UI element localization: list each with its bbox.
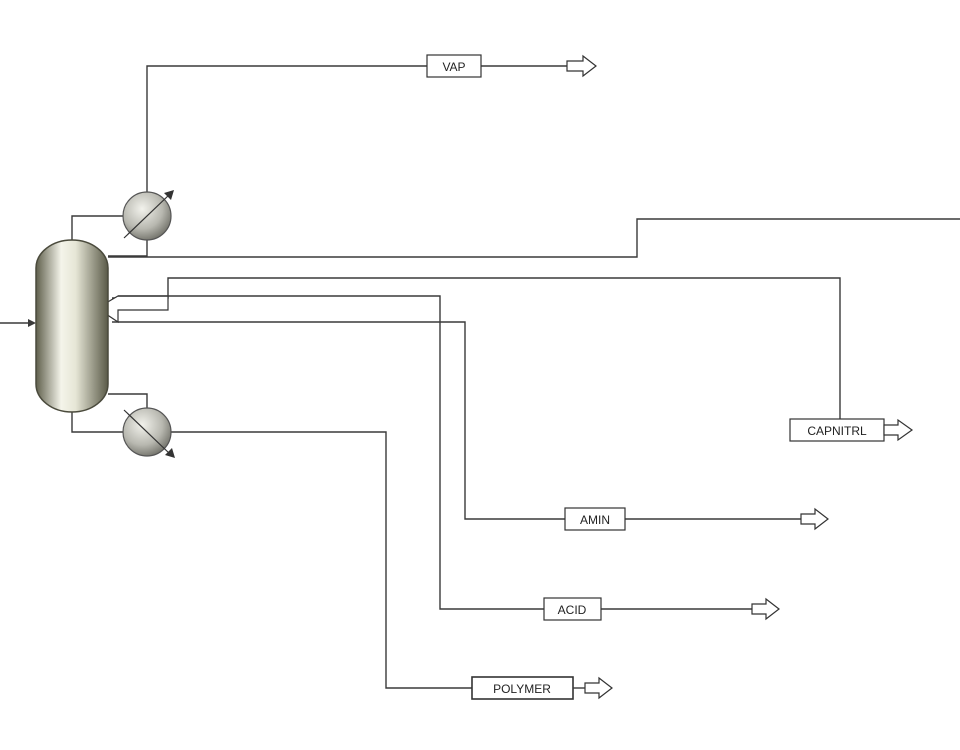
polymer-stream[interactable]: POLYMER (169, 431, 613, 700)
polymer-stream-label: POLYMER (493, 682, 551, 696)
capnitrl-stream-label: CAPNITRL (807, 424, 867, 438)
feed-stream[interactable] (0, 319, 36, 327)
amin-stream-label: AMIN (580, 513, 610, 527)
amin-product-arrow-icon (800, 507, 829, 531)
amin-stream-label-box (564, 507, 626, 531)
side-draw-nozzle (105, 295, 169, 324)
vap-product-arrow-icon (566, 54, 597, 78)
vap-stream-label: VAP (442, 60, 465, 74)
condenser-heat-exchanger-icon[interactable] (122, 190, 174, 241)
vap-stream-label-box (426, 54, 482, 78)
acid-stream[interactable]: ACID (118, 295, 780, 621)
acid-product-arrow-icon (751, 597, 780, 621)
vap-stream[interactable]: VAP (146, 54, 597, 196)
amin-stream[interactable]: AMIN (112, 321, 829, 531)
condenser-piping (71, 215, 148, 257)
reboiler-piping (71, 393, 148, 433)
polymer-product-arrow-icon (584, 676, 613, 700)
side-stream-to-right[interactable] (108, 218, 960, 258)
acid-stream-label: ACID (558, 603, 587, 617)
reboiler-heat-exchanger-icon[interactable] (122, 407, 175, 458)
distillation-column[interactable] (35, 239, 109, 413)
acid-stream-label-box (543, 597, 602, 621)
capnitrl-product-arrow-icon (883, 418, 914, 442)
capnitrl-stream[interactable]: CAPNITRL (112, 277, 914, 442)
